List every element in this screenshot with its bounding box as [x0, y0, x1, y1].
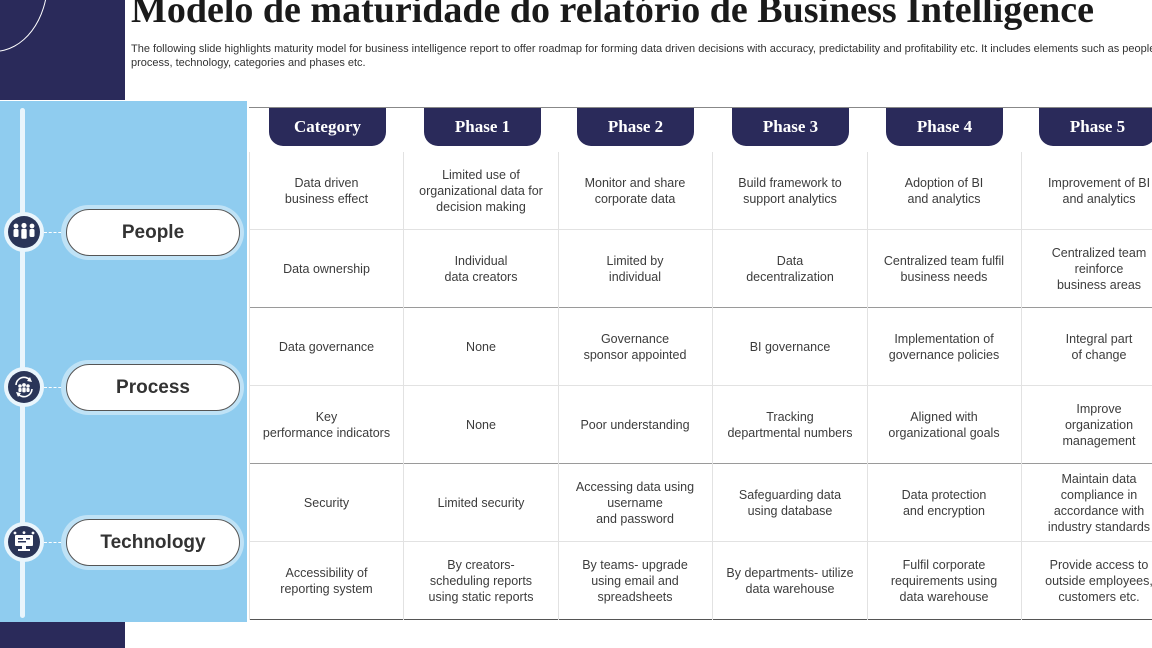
header-category: Category — [269, 108, 386, 146]
process-node — [4, 367, 44, 407]
table-cell: Build framework to support analytics — [713, 152, 868, 230]
header-phase-5: Phase 5 — [1039, 108, 1152, 146]
header-phase-4: Phase 4 — [886, 108, 1003, 146]
table-cell: Centralized team fulfil business needs — [867, 230, 1022, 308]
table-cell: Accessing data using username and passwo… — [558, 464, 713, 542]
people-group-icon — [13, 222, 35, 239]
header-phase-1: Phase 1 — [424, 108, 541, 146]
table-cell: Limited use of organizational data for d… — [404, 152, 559, 230]
people-connector — [44, 232, 66, 233]
table-cell: Limited security — [404, 464, 559, 542]
corner-decoration-top — [0, 0, 125, 100]
technology-connector — [44, 542, 66, 543]
table-cell: Fulfil corporate requirements using data… — [867, 542, 1022, 620]
table-cell: Safeguarding data using database — [713, 464, 868, 542]
table-row: Key performance indicators None Poor und… — [249, 386, 1152, 464]
table-header-row: Category Phase 1 Phase 2 Phase 3 Phase 4… — [249, 108, 1152, 148]
table-cell: Improve organization management — [1022, 386, 1152, 464]
table-cell: Poor understanding — [558, 386, 713, 464]
timeline-line — [20, 108, 25, 618]
group-label-people: People — [66, 209, 240, 256]
table-cell: Data decentralization — [713, 230, 868, 308]
technology-node — [4, 522, 44, 562]
header-phase-3: Phase 3 — [732, 108, 849, 146]
table-cell: Data protection and encryption — [867, 464, 1022, 542]
table-cell: Security — [249, 464, 404, 542]
table-cell: Data ownership — [249, 230, 404, 308]
table-cell: Implementation of governance policies — [867, 308, 1022, 386]
table-cell: Individual data creators — [404, 230, 559, 308]
table-cell: Maintain data compliance in accordance w… — [1022, 464, 1152, 542]
table-cell: Data governance — [249, 308, 404, 386]
corner-decoration-bottom — [0, 622, 125, 648]
table-cell: By teams- upgrade using email and spread… — [558, 542, 713, 620]
page-title: Modelo de maturidade do relatório de Bus… — [131, 0, 1094, 31]
table-cell: Limited by individual — [558, 230, 713, 308]
team-cycle-icon — [15, 376, 33, 398]
table-cell: By departments- utilize data warehouse — [713, 542, 868, 620]
people-node — [4, 212, 44, 252]
table-cell: Data driven business effect — [249, 152, 404, 230]
group-label-technology: Technology — [66, 519, 240, 566]
header-phase-2: Phase 2 — [577, 108, 694, 146]
table-cell: By creators- scheduling reports using st… — [404, 542, 559, 620]
table-cell: None — [404, 386, 559, 464]
corner-arc — [0, 0, 48, 52]
table-cell: Accessibility of reporting system — [249, 542, 404, 620]
table-cell: Provide access to outside employees, cus… — [1022, 542, 1152, 620]
computer-network-icon — [13, 531, 35, 551]
table-row: Security Limited security Accessing data… — [249, 464, 1152, 542]
group-label-process: Process — [66, 364, 240, 411]
table-row: Data ownership Individual data creators … — [249, 230, 1152, 308]
table-cell: None — [404, 308, 559, 386]
page-subtitle: The following slide highlights maturity … — [131, 43, 1152, 69]
table-row: Accessibility of reporting system By cre… — [249, 542, 1152, 620]
table-cell: Governance sponsor appointed — [558, 308, 713, 386]
table-cell: Integral part of change — [1022, 308, 1152, 386]
table-cell: Aligned with organizational goals — [867, 386, 1022, 464]
table-cell: Improvement of BI and analytics — [1022, 152, 1152, 230]
table-cell: Key performance indicators — [249, 386, 404, 464]
table-row: Data driven business effect Limited use … — [249, 152, 1152, 230]
table-cell: Monitor and share corporate data — [558, 152, 713, 230]
process-connector — [44, 387, 66, 388]
table-top-border — [249, 107, 1152, 108]
table-cell: Tracking departmental numbers — [713, 386, 868, 464]
table-cell: BI governance — [713, 308, 868, 386]
table-cell: Adoption of BI and analytics — [867, 152, 1022, 230]
table-row: Data governance None Governance sponsor … — [249, 308, 1152, 386]
table-cell: Centralized team reinforce business area… — [1022, 230, 1152, 308]
